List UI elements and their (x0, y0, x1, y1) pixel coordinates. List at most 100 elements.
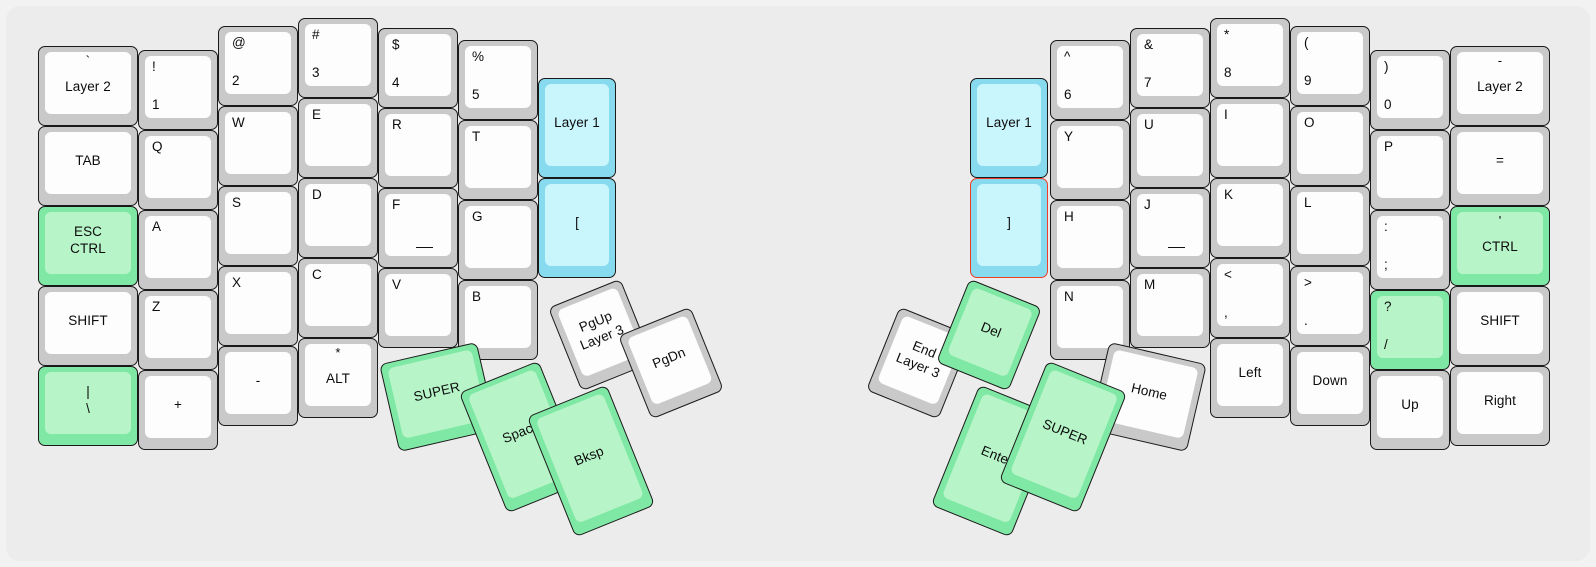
key-r[interactable]: R (378, 108, 458, 188)
key-4-legend: 4 (392, 74, 400, 90)
key-f[interactable]: F (378, 188, 458, 268)
key-p[interactable]: P (1370, 130, 1450, 210)
key-down[interactable]: Down (1290, 346, 1370, 426)
key-f-homing-bump-icon (416, 247, 434, 248)
key-slash[interactable]: ?/ (1370, 290, 1450, 370)
key-m[interactable]: M (1130, 268, 1210, 348)
key-tab[interactable]: TAB (38, 126, 138, 206)
key-semicolon[interactable]: :; (1370, 210, 1450, 290)
key-minus[interactable]: - (218, 346, 298, 426)
key-period-legend: . (1304, 312, 1308, 328)
key-6[interactable]: ^6 (1050, 40, 1130, 120)
key-period[interactable]: >. (1290, 266, 1370, 346)
key-g[interactable]: G (458, 200, 538, 280)
key-layer2-grave-cap: `Layer 2 (45, 52, 131, 114)
key-4[interactable]: $4 (378, 28, 458, 108)
key-3-shifted-legend: # (312, 27, 320, 42)
key-9[interactable]: (9 (1290, 26, 1370, 106)
key-up[interactable]: Up (1370, 370, 1450, 450)
key-ctrl-quote-cap: 'CTRL (1457, 212, 1543, 274)
key-t-legend: T (472, 129, 481, 144)
key-ctrl-quote-shifted-legend: ' (1498, 213, 1502, 228)
key-bracket-left-cap: [ (545, 184, 609, 266)
key-5[interactable]: %5 (458, 40, 538, 120)
key-1[interactable]: !1 (138, 50, 218, 130)
key-layer2-minus-cap: - Layer 2 (1457, 52, 1543, 114)
key-right[interactable]: Right (1450, 366, 1550, 446)
key-layer2-minus[interactable]: - Layer 2 (1450, 46, 1550, 126)
key-v[interactable]: V (378, 268, 458, 348)
key-h-legend: H (1064, 209, 1074, 224)
key-layer2-grave-legend: Layer 2 (65, 78, 111, 94)
key-layer2-minus-shifted-legend: - (1497, 53, 1503, 68)
key-6-cap: ^6 (1057, 46, 1123, 108)
key-v-cap: V (385, 274, 451, 336)
key-shift-cap: SHIFT (45, 292, 131, 354)
key-r-legend: R (392, 117, 402, 132)
key-layer2-grave[interactable]: `Layer 2 (38, 46, 138, 126)
key-l[interactable]: L (1290, 186, 1370, 266)
key-h[interactable]: H (1050, 200, 1130, 280)
key-r-cap: R (385, 114, 451, 176)
key-alt[interactable]: *ALT (298, 338, 378, 418)
key-q[interactable]: Q (138, 130, 218, 210)
key-layer1-left-cap: Layer 1 (545, 84, 609, 166)
key-3[interactable]: #3 (298, 18, 378, 98)
key-z[interactable]: Z (138, 290, 218, 370)
key-layer1-right[interactable]: Layer 1 (970, 78, 1048, 178)
key-up-legend: Up (1401, 397, 1419, 413)
key-j[interactable]: J (1130, 188, 1210, 268)
key-layer1-left[interactable]: Layer 1 (538, 78, 616, 178)
key-a[interactable]: A (138, 210, 218, 290)
key-7-cap: &7 (1137, 34, 1203, 96)
key-m-cap: M (1137, 274, 1203, 336)
key-7[interactable]: &7 (1130, 28, 1210, 108)
key-a-legend: A (152, 219, 162, 234)
key-0[interactable]: )0 (1370, 50, 1450, 130)
key-up-cap: Up (1377, 376, 1443, 438)
key-layer2-minus-legend: Layer 2 (1477, 78, 1523, 94)
key-semicolon-legend: ; (1384, 256, 1388, 272)
key-left[interactable]: Left (1210, 338, 1290, 418)
key-i[interactable]: I (1210, 98, 1290, 178)
key-left-legend: Left (1238, 365, 1262, 381)
key-n[interactable]: N (1050, 280, 1130, 360)
key-x[interactable]: X (218, 266, 298, 346)
key-ctrl-quote[interactable]: 'CTRL (1450, 206, 1550, 286)
key-bracket-right[interactable]: ] (970, 178, 1048, 278)
key-equals[interactable]: = (1450, 126, 1550, 206)
key-comma[interactable]: <, (1210, 258, 1290, 338)
key-plus[interactable]: + (138, 370, 218, 450)
key-8[interactable]: *8 (1210, 18, 1290, 98)
key-semicolon-shifted-legend: : (1384, 219, 1388, 234)
key-bracket-left[interactable]: [ (538, 178, 616, 278)
key-0-cap: )0 (1377, 56, 1443, 118)
key-d[interactable]: D (298, 178, 378, 258)
key-shift[interactable]: SHIFT (38, 286, 138, 366)
key-2[interactable]: @2 (218, 26, 298, 106)
key-o[interactable]: O (1290, 106, 1370, 186)
key-esc-ctrl-legend-primary: ESC (73, 224, 103, 240)
key-a-cap: A (145, 216, 211, 278)
key-s[interactable]: S (218, 186, 298, 266)
key-e[interactable]: E (298, 98, 378, 178)
key-pipe-backslash[interactable]: |\ (38, 366, 138, 446)
key-l-legend: L (1304, 195, 1312, 210)
key-shift-right[interactable]: SHIFT (1450, 286, 1550, 366)
key-8-cap: *8 (1217, 24, 1283, 86)
key-right-cap: Right (1457, 372, 1543, 434)
key-u[interactable]: U (1130, 108, 1210, 188)
key-k[interactable]: K (1210, 178, 1290, 258)
key-c[interactable]: C (298, 258, 378, 338)
key-y-cap: Y (1057, 126, 1123, 188)
key-t[interactable]: T (458, 120, 538, 200)
key-tab-cap: TAB (45, 132, 131, 194)
key-y[interactable]: Y (1050, 120, 1130, 200)
key-b[interactable]: B (458, 280, 538, 360)
key-i-legend: I (1224, 107, 1228, 122)
key-x-legend: X (232, 275, 242, 290)
key-w[interactable]: W (218, 106, 298, 186)
